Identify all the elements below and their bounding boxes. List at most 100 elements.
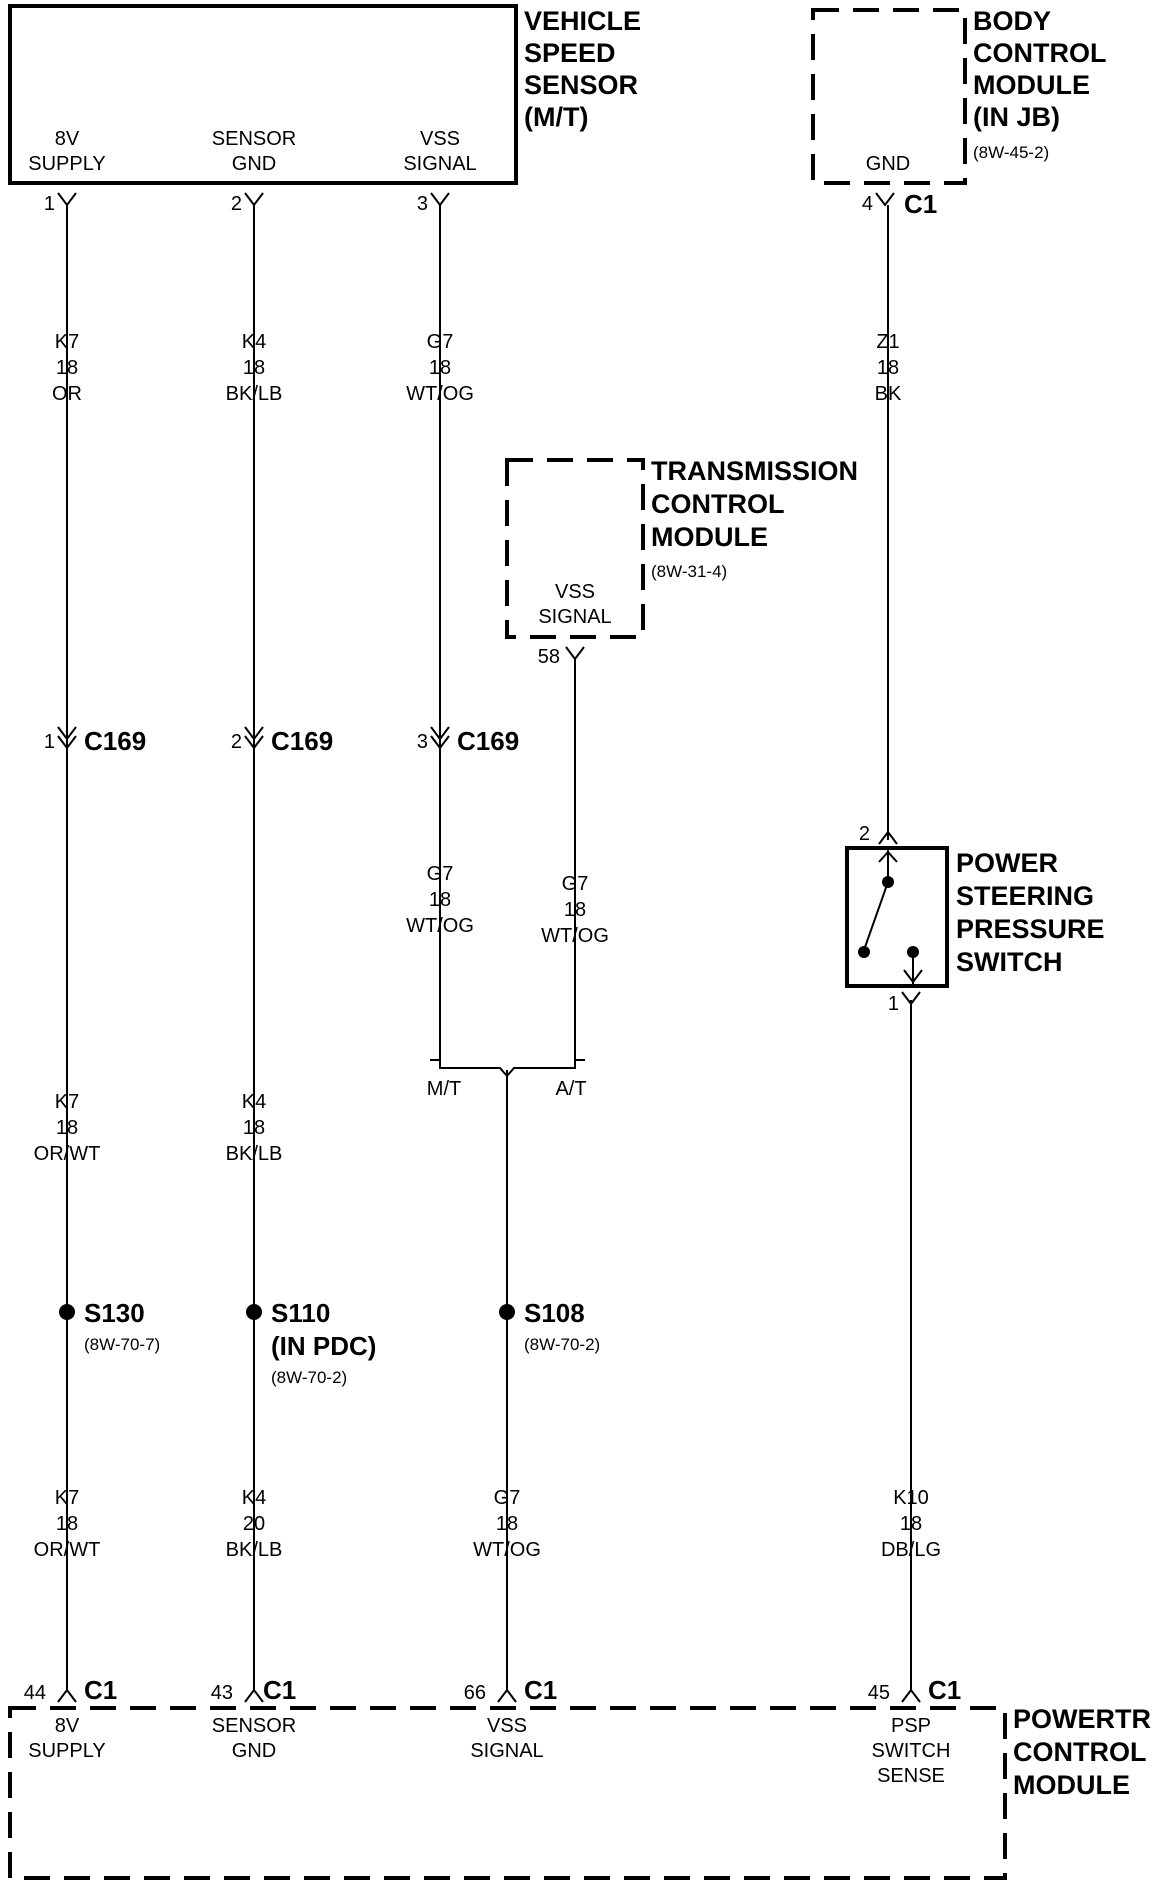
svg-text:2: 2 (859, 823, 870, 845)
svg-text:BODY: BODY (973, 6, 1051, 36)
svg-text:3: 3 (417, 731, 428, 753)
svg-text:C1: C1 (263, 1675, 296, 1705)
c169-pin-2: 2 C169 (231, 726, 333, 756)
svg-text:POWERTRAIN: POWERTRAIN (1013, 1704, 1152, 1734)
svg-text:SENSOR: SENSOR (524, 70, 638, 100)
psps-pin-1: 1 (888, 991, 921, 1015)
svg-text:SWITCH: SWITCH (872, 1740, 951, 1762)
pcm-pin-45: 45 C1 (868, 1675, 962, 1705)
svg-text:WT/OG: WT/OG (473, 1539, 541, 1561)
svg-text:18: 18 (877, 357, 899, 379)
wire-label-k4-upper: K4 18 BK/LB (226, 331, 283, 405)
svg-text:STEERING: STEERING (956, 881, 1094, 911)
svg-text:C1: C1 (928, 1675, 961, 1705)
svg-text:C169: C169 (457, 726, 519, 756)
wire-label-g7-at: G7 18 WT/OG (541, 873, 609, 947)
svg-text:18: 18 (496, 1513, 518, 1535)
svg-text:TRANSMISSION: TRANSMISSION (651, 456, 858, 486)
svg-text:K4: K4 (242, 1487, 266, 1509)
vehicle-speed-sensor-box (8, 4, 518, 185)
svg-text:3: 3 (417, 193, 428, 215)
body-control-module-title: BODY CONTROL MODULE (IN JB) (8W-45-2) (973, 6, 1106, 162)
body-control-module-box (811, 8, 967, 185)
svg-text:C169: C169 (271, 726, 333, 756)
svg-text:K10: K10 (893, 1487, 929, 1509)
svg-text:(IN PDC): (IN PDC) (271, 1331, 376, 1361)
svg-text:S108: S108 (524, 1298, 585, 1328)
svg-text:POWER: POWER (956, 848, 1058, 878)
svg-text:66: 66 (464, 1682, 486, 1704)
svg-text:SWITCH: SWITCH (956, 947, 1062, 977)
splice-s108: S108 (8W-70-2) (499, 1298, 600, 1354)
pcm-pin-66-label: VSS SIGNAL (470, 1715, 543, 1762)
vss-pin2-label: SENSOR (212, 128, 296, 150)
svg-text:S110: S110 (271, 1298, 330, 1328)
svg-text:18: 18 (243, 1117, 265, 1139)
bcm-pin-4: 4 C1 (862, 189, 937, 219)
pcm-pin-43-label: SENSOR GND (212, 1715, 296, 1762)
bcm-gnd-label: GND (866, 153, 910, 175)
switch-icon (858, 848, 923, 986)
svg-text:CONTROL: CONTROL (973, 38, 1106, 68)
pcm-pin-45-label: PSP SWITCH SENSE (872, 1715, 951, 1787)
svg-text:18: 18 (429, 889, 451, 911)
svg-text:C1: C1 (904, 189, 937, 219)
wire-label-k7-lower: K7 18 OR/WT (34, 1487, 101, 1561)
power-steering-pressure-switch-box (845, 846, 949, 988)
mt-at-branch: M/T A/T (427, 1059, 587, 1100)
tcm-vss-label: VSS (555, 581, 595, 603)
wire-label-k4-mid: K4 18 BK/LB (226, 1091, 283, 1165)
svg-text:WT/OG: WT/OG (406, 383, 474, 405)
wire-label-g7-lower: G7 18 WT/OG (473, 1487, 541, 1561)
svg-text:18: 18 (56, 1117, 78, 1139)
wire-label-z1: Z1 18 BK (875, 331, 902, 405)
vss-pin1-label: 8V (55, 128, 80, 150)
svg-text:C169: C169 (84, 726, 146, 756)
wire-label-g7-mt: G7 18 WT/OG (406, 863, 474, 937)
pcm-pin-43: 43 C1 (211, 1675, 297, 1705)
svg-text:Z1: Z1 (876, 331, 899, 353)
pcm-pin-44: 44 C1 (24, 1675, 118, 1705)
svg-text:K7: K7 (55, 331, 79, 353)
svg-text:SENSE: SENSE (877, 1765, 945, 1787)
wire-label-g7-upper: G7 18 WT/OG (406, 331, 474, 405)
svg-text:1: 1 (44, 193, 55, 215)
svg-text:MODULE: MODULE (973, 70, 1090, 100)
svg-text:VSS: VSS (487, 1715, 527, 1737)
svg-text:(M/T): (M/T) (524, 102, 588, 132)
svg-text:1: 1 (888, 993, 899, 1015)
svg-text:PSP: PSP (891, 1715, 931, 1737)
svg-text:1: 1 (44, 731, 55, 753)
svg-text:C1: C1 (524, 1675, 557, 1705)
svg-text:SIGNAL: SIGNAL (470, 1740, 543, 1762)
vss-pin-2: 2 (231, 192, 264, 215)
svg-text:BK: BK (875, 383, 902, 405)
c169-pin-3: 3 C169 (417, 726, 519, 756)
splice-s130: S130 (8W-70-7) (59, 1298, 160, 1354)
svg-text:43: 43 (211, 1682, 233, 1704)
svg-text:(8W-31-4): (8W-31-4) (651, 562, 727, 581)
svg-text:BK/LB: BK/LB (226, 1143, 283, 1165)
powertrain-control-module-box (8, 1706, 1007, 1880)
svg-text:VEHICLE: VEHICLE (524, 6, 641, 36)
wire-label-k7-upper: K7 18 OR (52, 331, 82, 405)
svg-text:(8W-70-2): (8W-70-2) (524, 1335, 600, 1354)
svg-text:G7: G7 (562, 873, 589, 895)
svg-text:8V: 8V (55, 1715, 80, 1737)
svg-text:(8W-70-2): (8W-70-2) (271, 1368, 347, 1387)
svg-text:45: 45 (868, 1682, 890, 1704)
svg-text:C1: C1 (84, 1675, 117, 1705)
svg-text:SUPPLY: SUPPLY (28, 1740, 105, 1762)
svg-text:2: 2 (231, 193, 242, 215)
splice-s110: S110 (IN PDC) (8W-70-2) (246, 1298, 376, 1387)
vss-pin3-label: VSS (420, 128, 460, 150)
svg-text:(8W-70-7): (8W-70-7) (84, 1335, 160, 1354)
svg-text:K7: K7 (55, 1487, 79, 1509)
svg-text:20: 20 (243, 1513, 265, 1535)
svg-text:OR/WT: OR/WT (34, 1143, 101, 1165)
vss-pin-3: 3 (417, 192, 450, 215)
svg-text:WT/OG: WT/OG (541, 925, 609, 947)
vss-pin-1: 1 (44, 192, 77, 215)
powertrain-control-module-title: POWERTRAIN CONTROL MODULE (1013, 1704, 1152, 1800)
